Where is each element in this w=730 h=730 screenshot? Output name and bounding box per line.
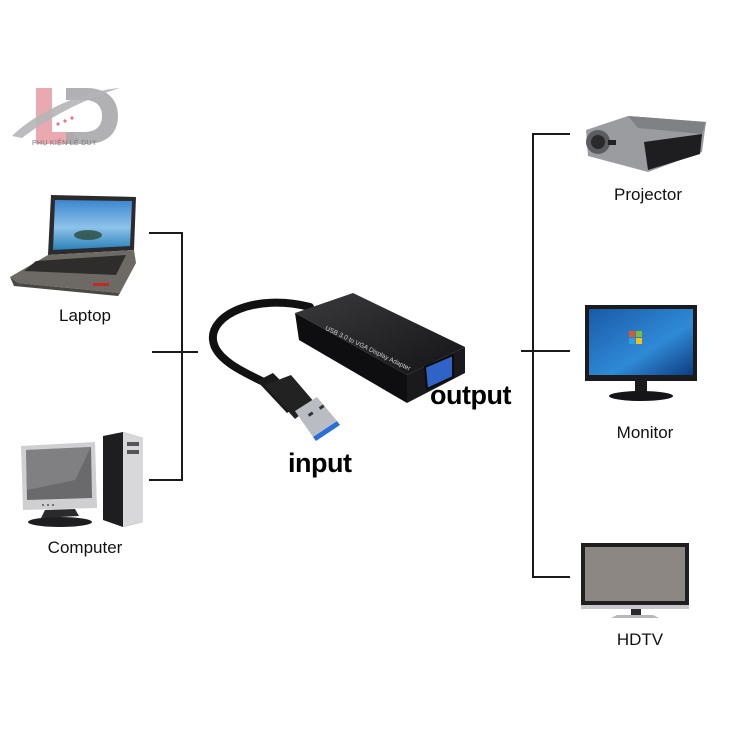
logo-letter-l xyxy=(36,88,74,144)
connector-line-computer xyxy=(149,479,183,481)
projector-device xyxy=(578,112,708,174)
connector-line-right-vertical xyxy=(532,133,534,578)
adapter-illustration xyxy=(208,293,465,441)
brand-logo: PHỤ KIỆN LÊ DUY xyxy=(8,80,123,155)
monitor-icon xyxy=(585,305,697,401)
connector-line-projector xyxy=(532,133,570,135)
computer-device xyxy=(15,430,150,530)
connector-line-laptop xyxy=(149,232,183,234)
output-label: output xyxy=(430,380,511,410)
logo-tagline: PHỤ KIỆN LÊ DUY xyxy=(32,140,97,147)
logo-swoosh xyxy=(12,88,120,138)
projector-label: Projector xyxy=(613,185,683,204)
hdtv-label: HDTV xyxy=(616,630,664,649)
connector-line-left-middle xyxy=(152,351,198,353)
computer-label: Computer xyxy=(47,538,123,557)
laptop-device xyxy=(8,195,138,300)
hdtv-device xyxy=(581,543,689,623)
projector-icon xyxy=(586,116,706,172)
connector-line-hdtv xyxy=(532,576,570,578)
logo-mark xyxy=(12,88,120,144)
input-label: input xyxy=(288,448,352,478)
monitor-device xyxy=(585,305,697,403)
hdtv-icon xyxy=(581,543,689,618)
laptop-label: Laptop xyxy=(59,306,111,325)
connector-line-monitor xyxy=(521,350,570,352)
logo-letter-d xyxy=(66,88,118,144)
laptop-icon xyxy=(10,195,136,296)
usb-vga-adapter: USB 3.0 to VGA Display Adapter xyxy=(195,285,475,445)
monitor-label: Monitor xyxy=(616,423,674,442)
computer-icon xyxy=(21,432,143,527)
connector-line-left-vertical xyxy=(181,232,183,481)
